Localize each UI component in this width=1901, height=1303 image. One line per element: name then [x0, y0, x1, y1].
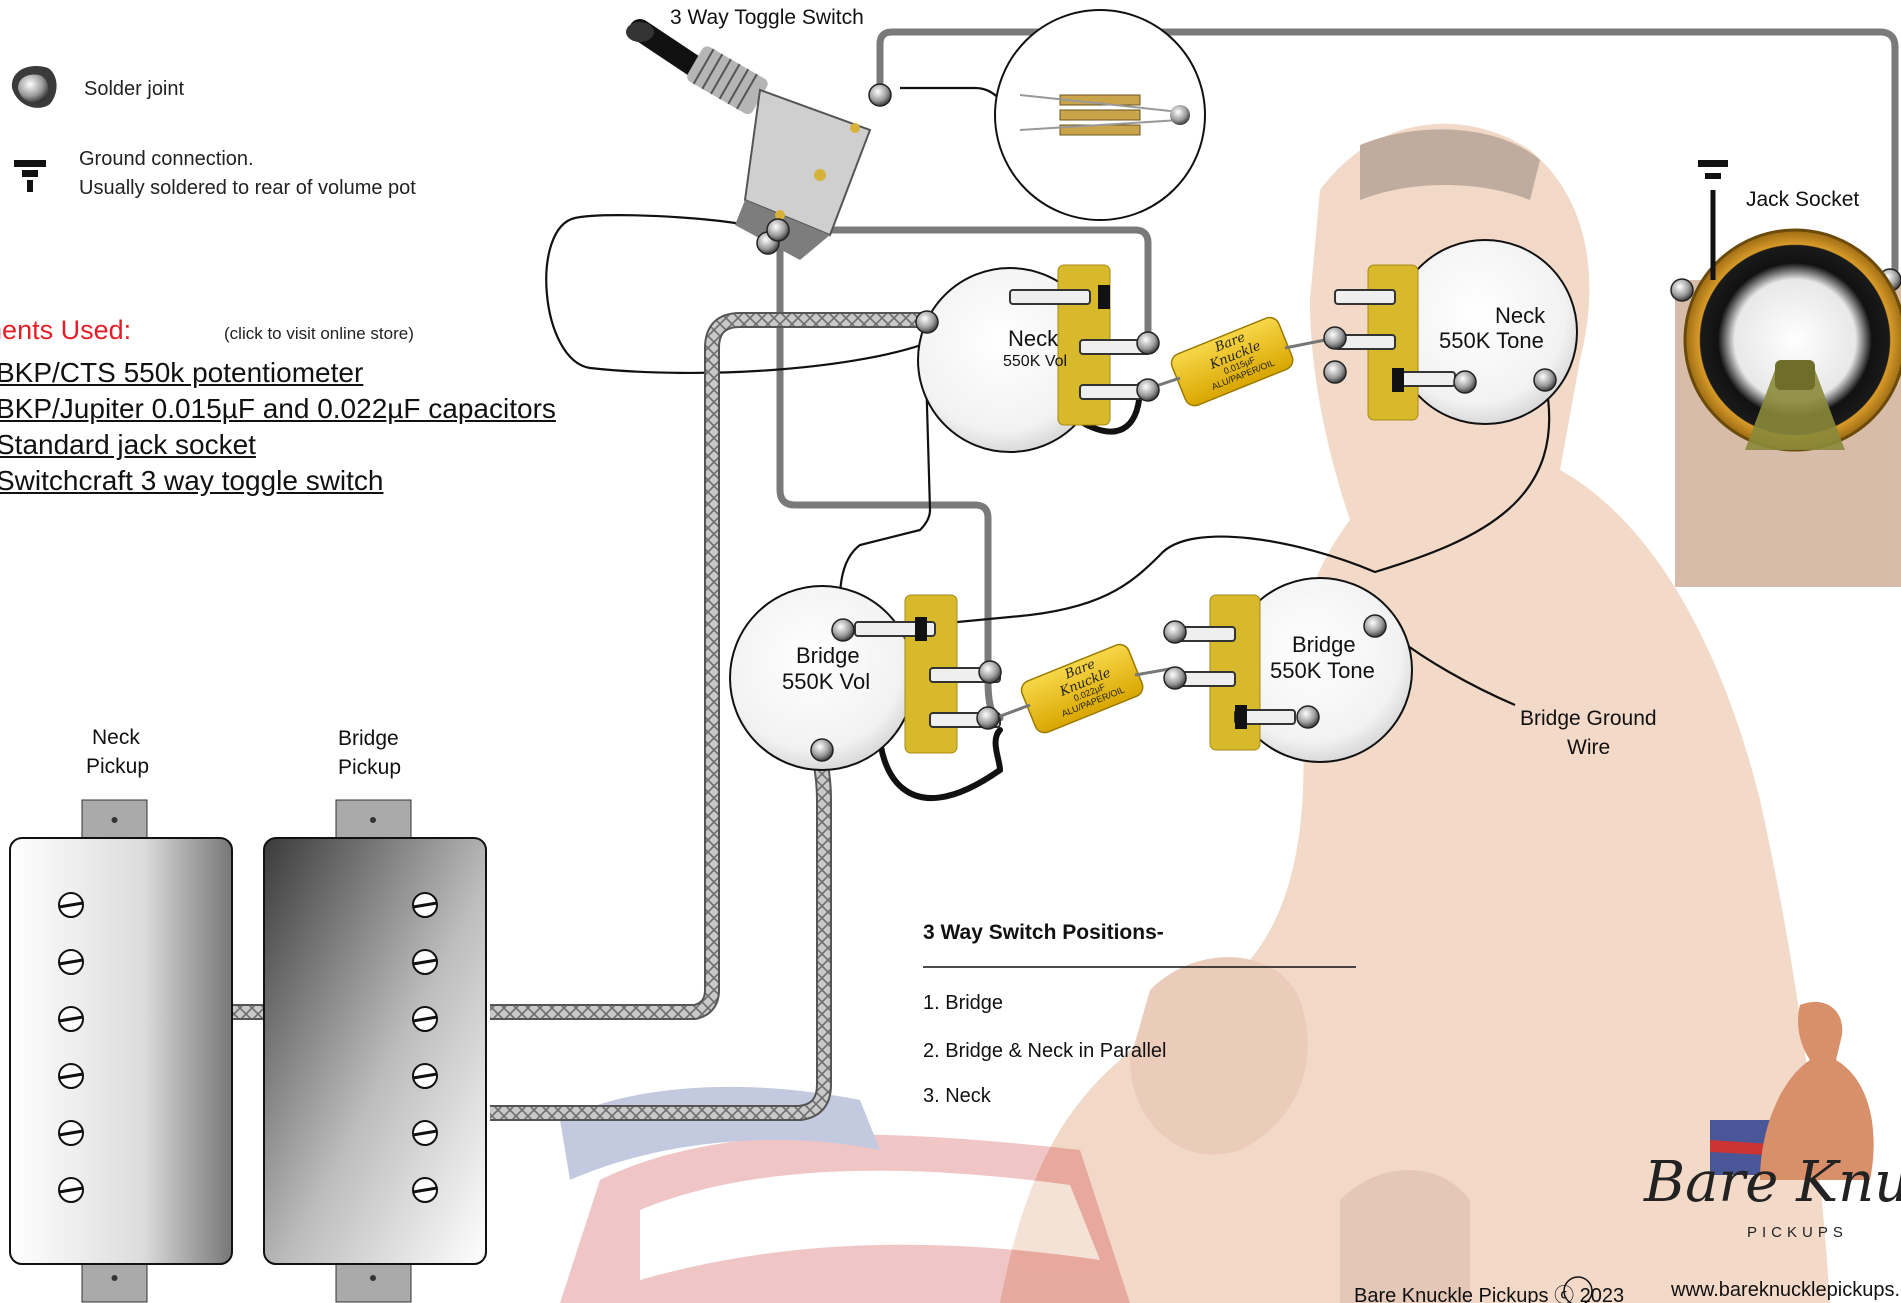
- thin-wires: [545, 86, 1551, 707]
- capacitor-neck: [1170, 316, 1294, 407]
- brand-sub: PICKUPS: [1747, 1224, 1848, 1241]
- solder-joint: [831, 618, 855, 642]
- neck-vol-label-line1: Neck: [1008, 326, 1059, 351]
- component-link-capacitors[interactable]: BKP/Jupiter 0.015µF and 0.022µF capacito…: [0, 393, 556, 424]
- solder-joint: [1670, 278, 1694, 302]
- solder-joint: [1533, 368, 1557, 392]
- solder-joint-icon: [11, 66, 57, 108]
- components-title: Components Used:: [0, 315, 132, 345]
- legend-ground-label-line2: Usually soldered to rear of volume pot: [79, 177, 416, 199]
- solder-joint: [1163, 620, 1187, 644]
- solder-joint: [1296, 705, 1320, 729]
- pole-piece-slot: [412, 901, 438, 909]
- pole-piece-slot: [58, 1186, 84, 1194]
- pole-piece-slot: [412, 1129, 438, 1137]
- solder-joint: [976, 706, 1000, 730]
- background-boxer-image: [1000, 123, 1830, 1303]
- pole-piece-slot: [412, 1186, 438, 1194]
- bridge-ground-label-line1: Bridge Ground: [1520, 707, 1657, 730]
- bridge-pickup-label-line1: Bridge: [338, 727, 399, 750]
- pole-piece-slot: [58, 1072, 84, 1080]
- switch-detail-inset: [994, 9, 1206, 221]
- pot-lug-tabs: [915, 285, 1404, 729]
- pole-piece-slot: [412, 1015, 438, 1023]
- capacitor-bridge: [1020, 643, 1144, 734]
- jack-ground-symbol: [1698, 160, 1728, 280]
- pole-piece-slot: [412, 1072, 438, 1080]
- component-link-pot[interactable]: BKP/CTS 550k potentiometer: [0, 357, 364, 388]
- pole-piece-slot: [58, 901, 84, 909]
- toggle-switch-icon: [626, 19, 872, 260]
- neck-tone-label-line2: 550K Tone: [1439, 328, 1544, 353]
- ground-icon: [14, 160, 46, 192]
- pole-piece-slot: [412, 958, 438, 966]
- neck-pickup-icon: [9, 799, 233, 1303]
- solder-joints: [756, 83, 1901, 762]
- neck-tone-label-line1: Neck: [1495, 303, 1546, 328]
- switch-position-3: 3. Neck: [923, 1085, 991, 1107]
- solder-joint: [1136, 331, 1160, 355]
- solder-joint: [1453, 370, 1477, 394]
- solder-joint: [1323, 360, 1347, 384]
- bridge-tone-label-line2: 550K Tone: [1270, 658, 1375, 683]
- solder-joint: [1363, 614, 1387, 638]
- switch-position-2: 2. Bridge & Neck in Parallel: [923, 1040, 1167, 1062]
- toggle-switch-label: 3 Way Toggle Switch: [670, 6, 864, 29]
- neck-vol-label-line2: 550K Vol: [1003, 353, 1068, 370]
- solder-joint: [1136, 378, 1160, 402]
- switch-position-1: 1. Bridge: [923, 992, 1004, 1014]
- solder-joint: [810, 738, 834, 762]
- pole-piece-slot: [58, 958, 84, 966]
- legend-ground-label-line1: Ground connection.: [79, 148, 254, 170]
- pole-piece-slot: [58, 1015, 84, 1023]
- pole-piece-slot: [58, 1129, 84, 1137]
- grey-wires: [776, 28, 1899, 722]
- legend-solder-joint-label: Solder joint: [84, 78, 185, 100]
- bridge-vol-label-line1: Bridge: [796, 643, 860, 668]
- copyright-icon: [1563, 1276, 1593, 1303]
- bridge-tone-label-line1: Bridge: [1292, 632, 1356, 657]
- solder-joint: [978, 660, 1002, 684]
- solder-joint: [868, 83, 892, 107]
- solder-joint: [915, 310, 939, 334]
- footer-url[interactable]: www.bareknucklepickups.co.uk: [1671, 1279, 1901, 1301]
- footer-copyright: Bare Knuckle Pickups ⓒ 2023: [1354, 1285, 1625, 1303]
- solder-joint: [766, 218, 790, 242]
- neck-pickup-label-line1: Neck: [92, 726, 140, 749]
- brand-emblem: [1710, 1001, 1874, 1180]
- components-note: (click to visit online store): [224, 324, 414, 343]
- bridge-pickup-label-line2: Pickup: [338, 756, 402, 779]
- bridge-pickup-icon: [263, 799, 487, 1303]
- jack-socket-icon: [1683, 228, 1901, 452]
- component-link-switch[interactable]: Switchcraft 3 way toggle switch: [0, 465, 384, 496]
- switch-positions-title: 3 Way Switch Positions-: [923, 921, 1164, 944]
- brand-name: Bare Knuckle: [1644, 1150, 1901, 1215]
- solder-joint: [1163, 666, 1187, 690]
- component-link-jack[interactable]: Standard jack socket: [0, 429, 256, 460]
- neck-pickup-label-line2: Pickup: [86, 755, 150, 778]
- bridge-vol-label-line2: 550K Vol: [782, 669, 871, 694]
- solder-joint: [1323, 326, 1347, 350]
- pole-pieces: [58, 892, 438, 1203]
- jack-socket-label: Jack Socket: [1746, 188, 1860, 211]
- bridge-ground-label-line2: Wire: [1567, 736, 1611, 759]
